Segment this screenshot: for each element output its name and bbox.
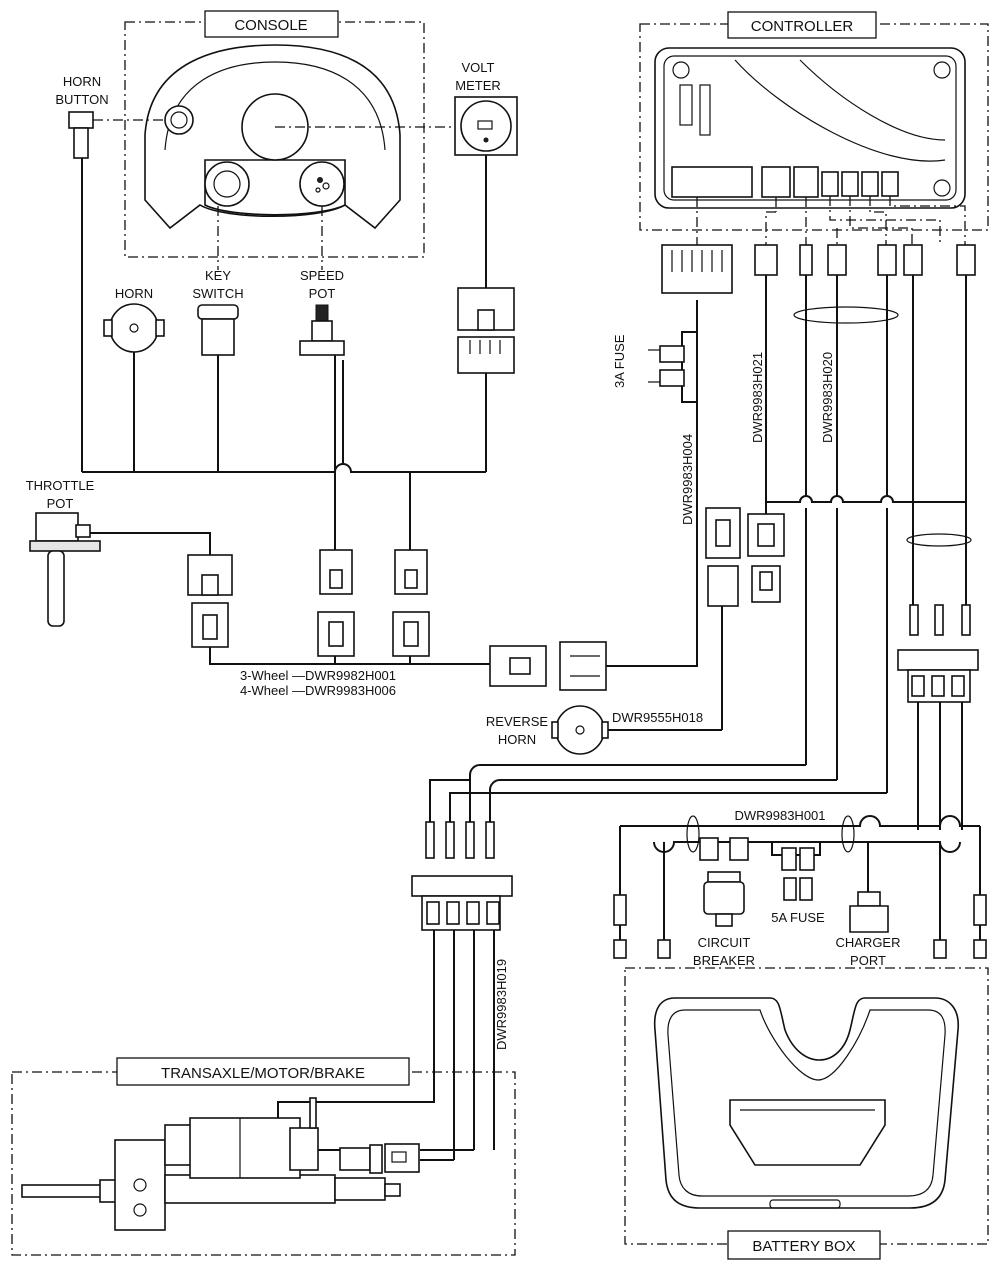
volt-meter: VOLT METER	[275, 60, 518, 156]
harness-h021-label: DWR9983H021	[750, 352, 765, 443]
speed-pot: SPEED POT	[299, 206, 345, 356]
speed-pot-label-1: SPEED	[300, 268, 344, 283]
console-bus-wiring	[81, 158, 487, 473]
motor-harness-routing: DWR9983H019	[277, 764, 887, 1161]
reverse-horn-label-2: HORN	[498, 732, 536, 747]
speed-pot-connector	[317, 472, 355, 657]
battery-box	[653, 997, 960, 1209]
circuit-breaker-label-2: BREAKER	[693, 953, 755, 968]
harness-h001-label: DWR9983H001	[734, 808, 825, 823]
charger-port-label-1: CHARGER	[835, 935, 900, 950]
reverse-horn-label-1: REVERSE	[486, 714, 548, 729]
controller-unit	[654, 47, 966, 209]
transaxle-title: TRANSAXLE/MOTOR/BRAKE	[161, 1065, 365, 1082]
horn-label: HORN	[115, 286, 153, 301]
console-title: CONSOLE	[234, 17, 307, 34]
key-switch-connector	[392, 472, 430, 657]
speed-pot-label-2: POT	[309, 286, 336, 301]
console-housing	[144, 44, 401, 230]
three-wheel-harness-label: 3-Wheel —DWR9982H001	[240, 668, 396, 683]
transaxle-assembly	[21, 1097, 420, 1231]
console-section: CONSOLE	[124, 10, 425, 258]
charger-port-label-2: PORT	[850, 953, 886, 968]
volt-meter-connector	[457, 155, 515, 374]
charger-port: CHARGER PORT	[835, 842, 901, 968]
volt-meter-label-1: VOLT	[462, 60, 495, 75]
controller-title: CONTROLLER	[751, 18, 854, 35]
harness-h004-label: DWR9983H004	[680, 434, 695, 525]
horn-button-label-1: HORN	[63, 74, 101, 89]
battery-box-section: BATTERY BOX	[624, 967, 989, 1260]
console-harness: 3-Wheel —DWR9982H001 4-Wheel —DWR9983H00…	[209, 300, 698, 698]
key-switch: KEY SWITCH	[192, 206, 244, 356]
controller-leads	[661, 196, 976, 605]
fuse-3a: 3A FUSE	[612, 331, 697, 403]
center-connectors	[705, 490, 966, 793]
harness-h020-label: DWR9983H020	[820, 352, 835, 443]
horn-button: HORN BUTTON	[55, 74, 165, 159]
horn: HORN	[103, 286, 165, 353]
circuit-breaker: CIRCUIT BREAKER	[693, 837, 755, 968]
fuse-3a-label: 3A FUSE	[612, 334, 627, 388]
harness-h019-label: DWR9983H019	[494, 959, 509, 1050]
four-wheel-harness-label: 4-Wheel —DWR9983H006	[240, 683, 396, 698]
key-switch-label-1: KEY	[205, 268, 231, 283]
transaxle-section: TRANSAXLE/MOTOR/BRAKE	[11, 1057, 516, 1256]
battery-harness: DWR9983H001	[613, 808, 987, 959]
reverse-horn: REVERSE HORN DWR9555H018	[486, 705, 723, 755]
right-junction-connector	[897, 533, 979, 830]
controller-section: CONTROLLER	[639, 11, 989, 231]
circuit-breaker-label-1: CIRCUIT	[698, 935, 751, 950]
throttle-pot-label-1: THROTTLE	[26, 478, 95, 493]
volt-meter-label-2: METER	[455, 78, 501, 93]
throttle-pot: THROTTLE POT	[26, 478, 211, 627]
horn-button-label-2: BUTTON	[55, 92, 108, 107]
fuse-5a-label: 5A FUSE	[771, 910, 825, 925]
key-switch-label-2: SWITCH	[192, 286, 243, 301]
throttle-pot-label-2: POT	[47, 496, 74, 511]
harness-h018-label: DWR9555H018	[612, 710, 703, 725]
fuse-5a: 5A FUSE	[771, 842, 825, 925]
throttle-connector	[187, 554, 233, 648]
battery-box-title: BATTERY BOX	[752, 1238, 855, 1255]
